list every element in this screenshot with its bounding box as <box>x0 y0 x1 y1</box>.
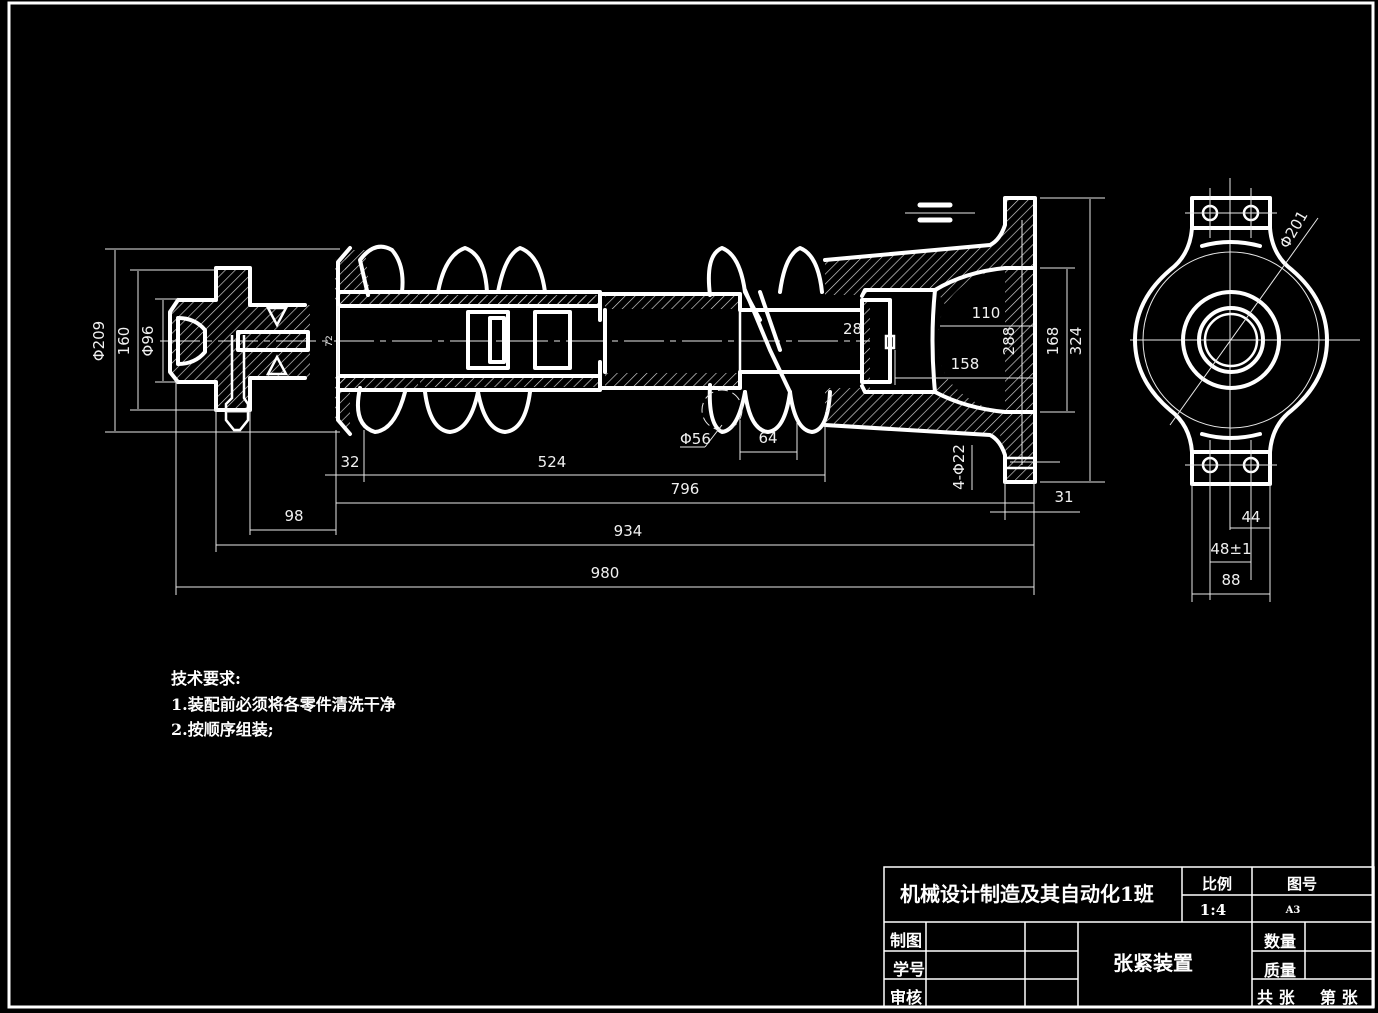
sheet-number-label: 第 张 <box>1320 988 1359 1007</box>
dim-934: 934 <box>614 522 643 540</box>
scale-value: 1:4 <box>1200 901 1226 919</box>
dim-110: 110 <box>972 304 1001 322</box>
mass-label: 质量 <box>1264 961 1296 980</box>
rod-part <box>598 292 862 390</box>
scale-label: 比例 <box>1202 875 1232 893</box>
dim-160: 160 <box>115 327 133 356</box>
drawing-number-value: A3 <box>1285 905 1301 916</box>
dim-4-holes-dia-22: 4-Φ22 <box>950 444 968 490</box>
dim-31: 31 <box>1054 488 1073 506</box>
side-end-view: Φ201 44 48±1 88 <box>1130 178 1360 602</box>
front-dimension-labels: Φ209 160 Φ96 72 28 32 524 796 98 934 980… <box>90 304 1085 582</box>
tech-req-heading: 技术要求: <box>171 669 241 688</box>
dim-44: 44 <box>1241 508 1260 526</box>
tech-req-item-2: 2.按顺序组装; <box>171 720 274 739</box>
class-name: 机械设计制造及其自动化1班 <box>900 882 1154 906</box>
dim-288: 288 <box>1000 327 1018 356</box>
student-id-label: 学号 <box>893 960 925 979</box>
end-cap-part <box>168 266 310 432</box>
dim-dia-96: Φ96 <box>139 326 157 357</box>
dim-324: 324 <box>1067 327 1085 356</box>
title-block: 机械设计制造及其自动化1班 比例 1:4 图号 A3 制图 学号 审核 张紧装置… <box>883 866 1375 1008</box>
piston-part <box>466 310 572 370</box>
tech-req-item-1: 1.装配前必须将各零件清洗干净 <box>171 695 396 714</box>
dim-98: 98 <box>284 507 303 525</box>
dim-88: 88 <box>1221 571 1240 589</box>
reviewed-by-label: 审核 <box>890 988 922 1007</box>
dim-28: 28 <box>843 320 862 338</box>
dim-524: 524 <box>538 453 567 471</box>
bracket-housing-part <box>823 196 1060 484</box>
front-dimension-lines <box>105 197 1105 595</box>
front-section-view: Φ209 160 Φ96 72 28 32 524 796 98 934 980… <box>90 196 1105 595</box>
dim-796: 796 <box>671 480 700 498</box>
part-name: 张紧装置 <box>1113 951 1193 975</box>
dim-dia-56: Φ56 <box>680 430 711 448</box>
dim-dia-209: Φ209 <box>90 321 108 361</box>
total-sheets-label: 共 张 <box>1257 988 1296 1007</box>
dim-168: 168 <box>1044 327 1062 356</box>
compression-spring <box>355 244 832 434</box>
quantity-label: 数量 <box>1264 932 1296 951</box>
dim-32: 32 <box>340 453 359 471</box>
dim-72: 72 <box>325 335 335 346</box>
dim-980: 980 <box>591 564 620 582</box>
technical-requirements: 技术要求: 1.装配前必须将各零件清洗干净 2.按顺序组装; <box>171 669 396 739</box>
dim-48-tol: 48±1 <box>1210 540 1251 558</box>
drawing-border <box>7 1 1375 1009</box>
dim-158: 158 <box>951 355 980 373</box>
dim-64: 64 <box>758 429 777 447</box>
drawn-by-label: 制图 <box>890 931 922 950</box>
dim-dia-201: Φ201 <box>1276 207 1312 251</box>
drawing-number-label: 图号 <box>1287 875 1317 893</box>
